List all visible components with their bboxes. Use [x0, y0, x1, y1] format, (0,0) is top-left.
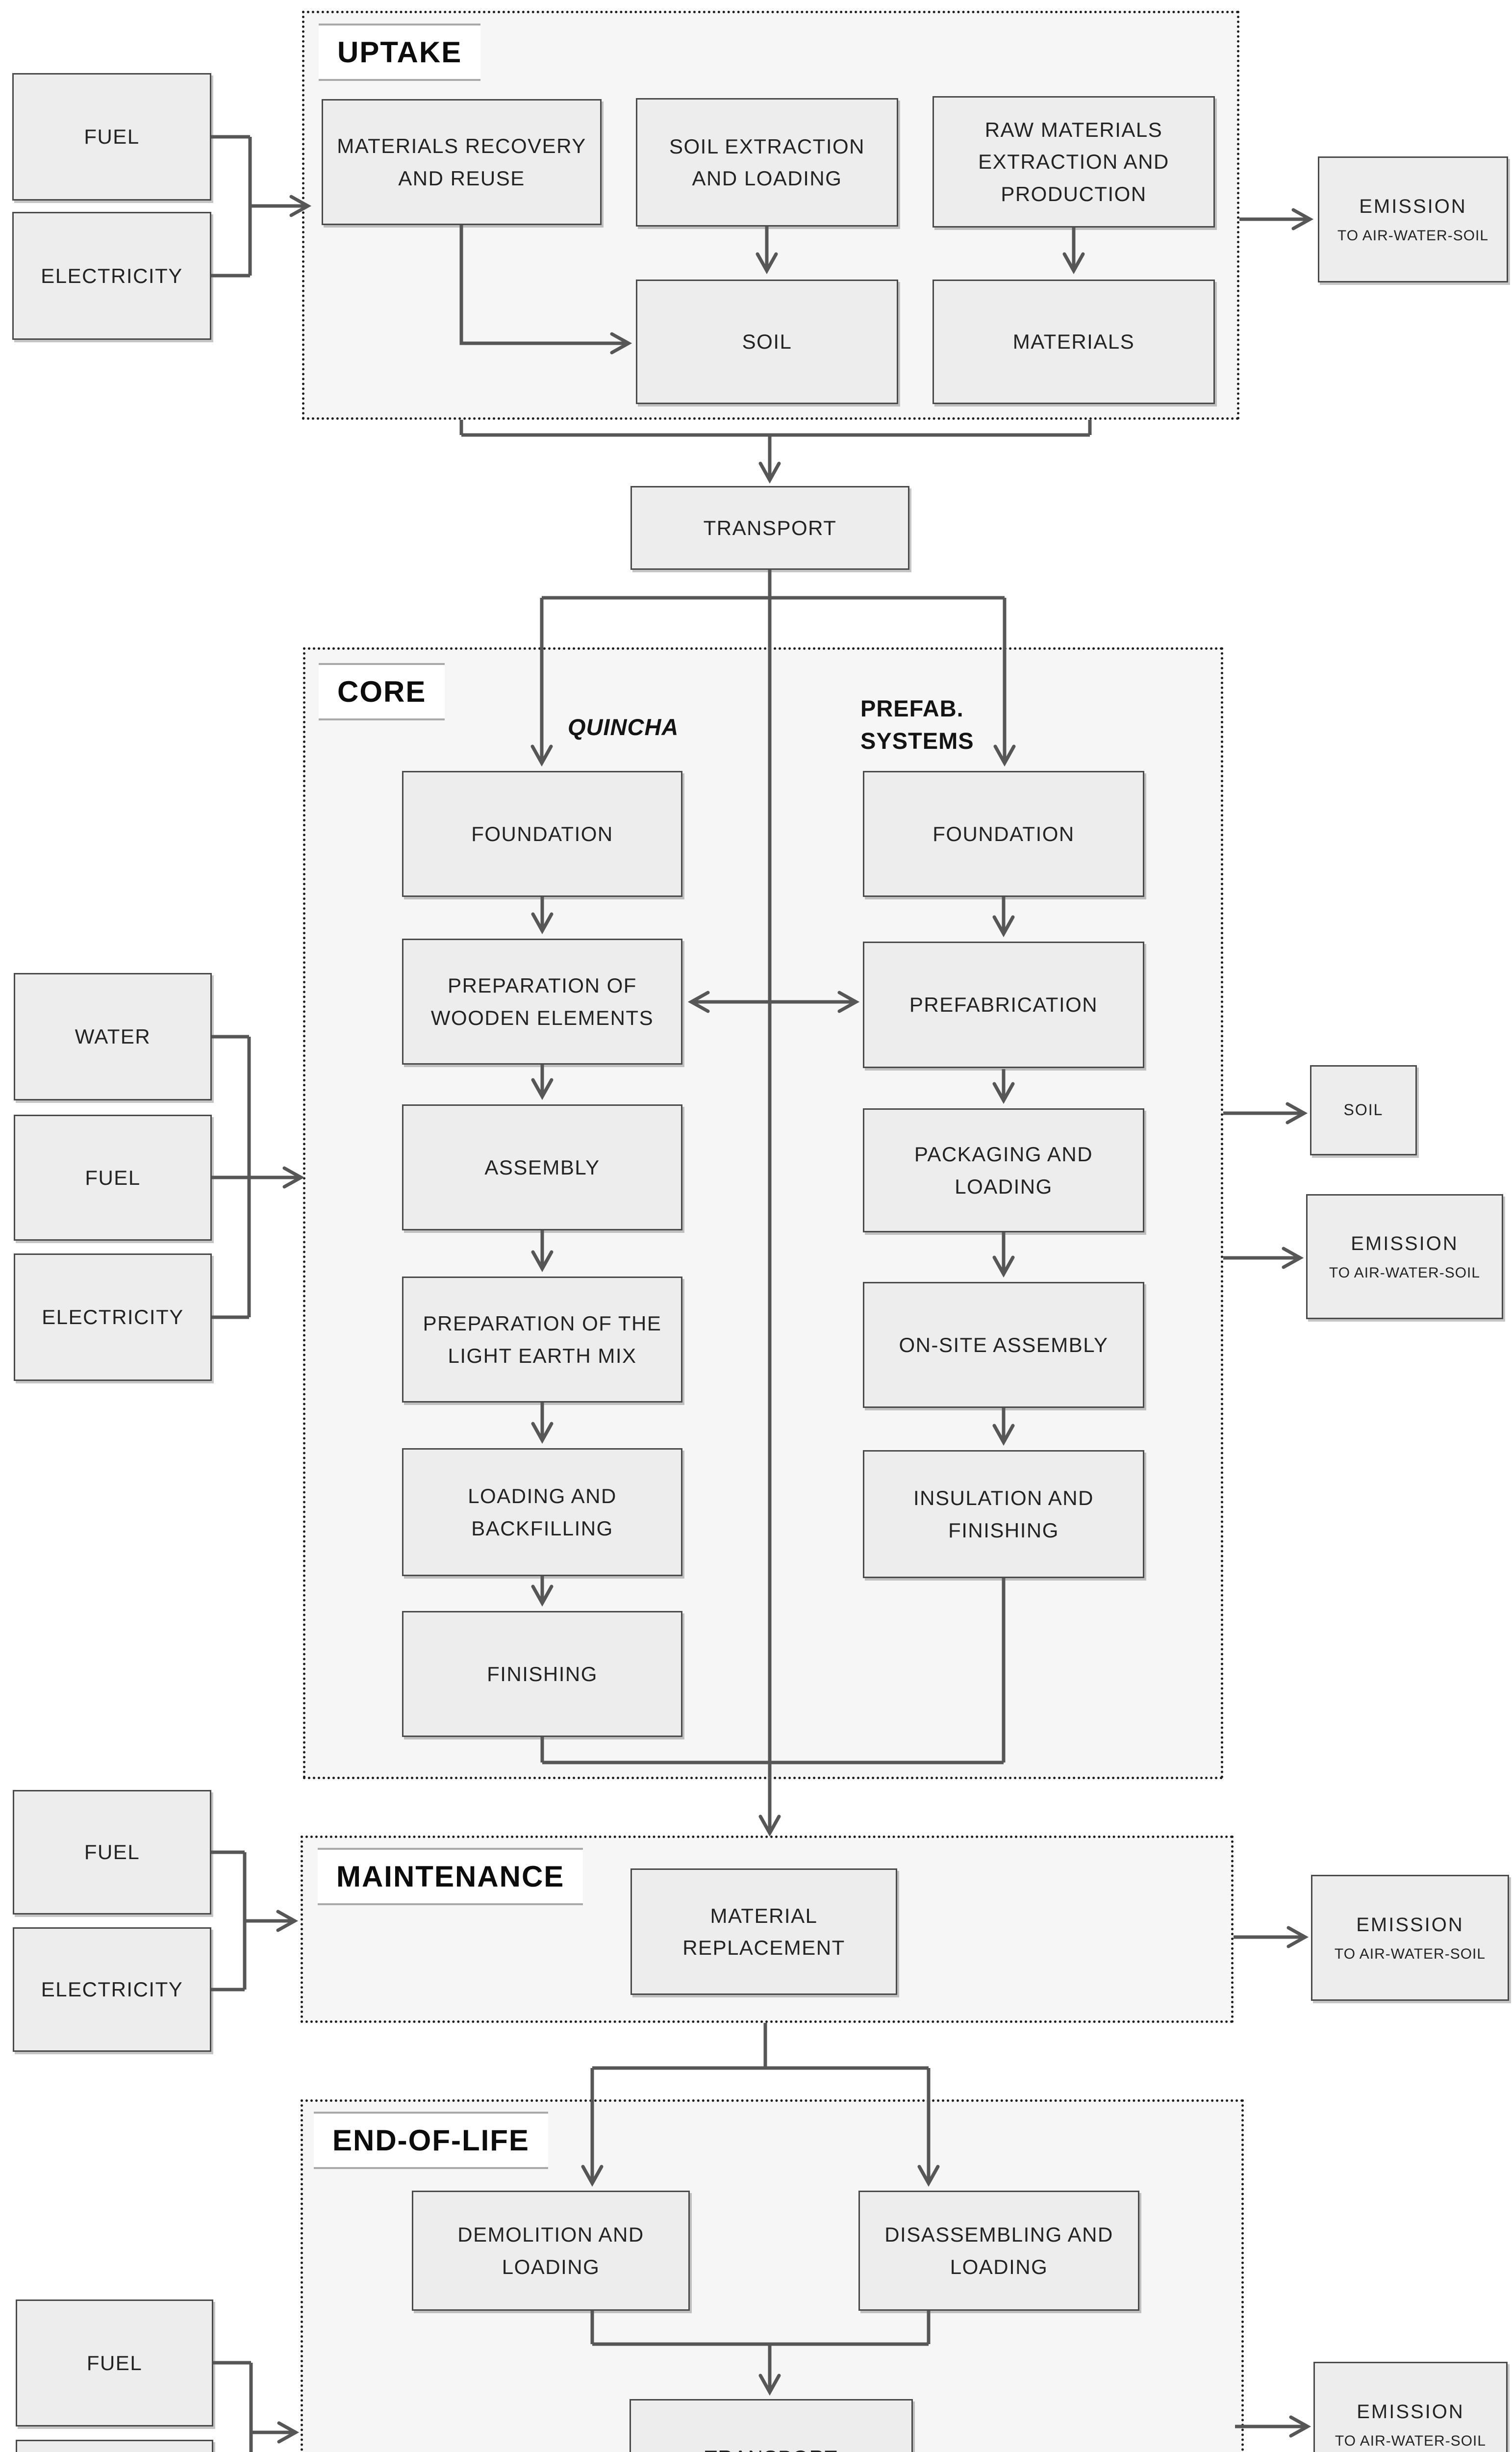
node-label: DISASSEMBLING AND LOADING — [884, 2223, 1113, 2278]
input-core-fuel: FUEL — [14, 1115, 212, 1241]
emission-subtitle: TO AIR-WATER-SOIL — [1337, 228, 1489, 244]
section-title-core: CORE — [319, 663, 445, 720]
node-label: DEMOLITION AND LOADING — [457, 2223, 644, 2278]
node-label: SOIL EXTRACTION AND LOADING — [669, 134, 865, 190]
node-material-replacement: MATERIAL REPLACEMENT — [630, 1868, 897, 1995]
column-label-prefab-systems: PREFAB. SYSTEMS — [860, 695, 974, 754]
node-assembly: ASSEMBLY — [402, 1104, 682, 1230]
node-materials-recovery-and-reuse: MATERIALS RECOVERY AND REUSE — [322, 99, 602, 225]
input-core-electricity: ELECTRICITY — [14, 1253, 212, 1381]
node-preparation-of-wooden-elements: PREPARATION OF WOODEN ELEMENTS — [402, 939, 682, 1065]
output-emission-uptake: EMISSION TO AIR-WATER-SOIL — [1318, 156, 1508, 282]
node-disassembling-and-loading: DISASSEMBLING AND LOADING — [858, 2191, 1139, 2311]
node-raw-materials-extraction-and-production: RAW MATERIALS EXTRACTION AND PRODUCTION — [932, 96, 1215, 228]
node-packaging-and-loading: PACKAGING AND LOADING — [863, 1108, 1144, 1232]
emission-title: EMISSION — [1357, 2401, 1464, 2423]
input-label: FUEL — [85, 1166, 141, 1189]
core-io-connectors — [212, 1035, 1308, 1319]
node-label: FINISHING — [487, 1662, 598, 1686]
output-emission-maintenance: EMISSION TO AIR-WATER-SOIL — [1311, 1875, 1509, 2001]
emission-subtitle: TO AIR-WATER-SOIL — [1329, 1265, 1481, 1281]
node-label: FOUNDATION — [932, 822, 1075, 845]
emission-title: EMISSION — [1359, 196, 1467, 218]
node-label: MATERIAL REPLACEMENT — [682, 1904, 845, 1959]
node-prefabrication: PREFABRICATION — [863, 942, 1144, 1068]
node-finishing: FINISHING — [402, 1611, 682, 1737]
node-demolition-and-loading: DEMOLITION AND LOADING — [412, 2191, 690, 2311]
maintenance-connectors — [211, 1850, 1309, 2187]
node-label: MATERIALS — [1012, 330, 1135, 354]
input-label: FUEL — [84, 125, 140, 149]
emission-title: EMISSION — [1351, 1233, 1459, 1255]
node-label: PREPARATION OF WOODEN ELEMENTS — [430, 974, 654, 1029]
node-insulation-and-finishing: INSULATION AND FINISHING — [863, 1450, 1144, 1578]
node-label: SOIL — [1343, 1101, 1384, 1119]
end-of-life-connectors — [213, 2311, 1311, 2452]
node-label: TRANSPORT — [705, 2442, 838, 2452]
node-label: PACKAGING AND LOADING — [914, 1143, 1093, 1198]
input-label: ELECTRICITY — [41, 1978, 183, 2001]
node-label: PREPARATION OF THE LIGHT EARTH MIX — [423, 1312, 662, 1367]
node-materials: MATERIALS — [932, 280, 1215, 404]
node-label: ON-SITE ASSEMBLY — [899, 1333, 1109, 1356]
section-title-uptake: UPTAKE — [319, 24, 481, 81]
core-chain-connectors — [531, 897, 1015, 1764]
node-label: FOUNDATION — [471, 822, 613, 845]
node-label: INSULATION AND FINISHING — [913, 1486, 1094, 1542]
input-label: FUEL — [84, 1840, 140, 1864]
emission-title: EMISSION — [1356, 1914, 1464, 1936]
input-maintenance-fuel: FUEL — [13, 1790, 211, 1915]
emission-subtitle: TO AIR-WATER-SOIL — [1335, 2433, 1487, 2450]
node-label: ASSEMBLY — [484, 1155, 600, 1179]
node-transport-uptake: TRANSPORT — [630, 486, 909, 570]
node-label: RAW MATERIALS EXTRACTION AND PRODUCTION — [978, 118, 1169, 205]
node-foundation-quincha: FOUNDATION — [402, 771, 682, 897]
node-label: TRANSPORT — [703, 516, 837, 539]
input-uptake-electricity: ELECTRICITY — [12, 212, 211, 340]
node-on-site-assembly: ON-SITE ASSEMBLY — [863, 1282, 1144, 1408]
output-soil-core: SOIL — [1310, 1065, 1417, 1155]
input-label: FUEL — [86, 2351, 143, 2375]
node-label: PREFABRICATION — [909, 993, 1098, 1017]
input-label: ELECTRICITY — [42, 1305, 184, 1329]
node-label: LOADING AND BACKFILLING — [468, 1484, 617, 1540]
transport-core-connectors — [530, 570, 1016, 1837]
emission-subtitle: TO AIR-WATER-SOIL — [1334, 1946, 1486, 1963]
section-title-maintenance: MAINTENANCE — [318, 1848, 583, 1905]
node-label: MATERIALS RECOVERY AND REUSE — [337, 134, 586, 190]
output-emission-eol: EMISSION TO AIR-WATER-SOIL — [1313, 2362, 1508, 2452]
node-soil-uptake: SOIL — [636, 280, 898, 404]
input-maintenance-electricity: ELECTRICITY — [13, 1927, 211, 2052]
input-core-water: WATER — [14, 973, 212, 1100]
input-uptake-fuel: FUEL — [12, 73, 211, 201]
node-foundation-prefab: FOUNDATION — [863, 771, 1144, 897]
section-title-end-of-life: END-OF-LIFE — [314, 2112, 548, 2169]
uptake-connectors — [211, 135, 1314, 484]
input-eol-fuel: FUEL — [16, 2299, 213, 2426]
node-preparation-of-the-light-earth-mix: PREPARATION OF THE LIGHT EARTH MIX — [402, 1277, 682, 1403]
output-emission-core: EMISSION TO AIR-WATER-SOIL — [1306, 1194, 1503, 1319]
node-label: SOIL — [742, 330, 792, 354]
column-label-quincha: QUINCHA — [568, 714, 679, 740]
input-label: WATER — [75, 1025, 151, 1048]
node-soil-extraction-and-loading: SOIL EXTRACTION AND LOADING — [636, 98, 898, 227]
node-transport-eol: TRANSPORT — [630, 2399, 913, 2452]
input-label: ELECTRICITY — [41, 264, 183, 287]
node-loading-and-backfilling: LOADING AND BACKFILLING — [402, 1448, 682, 1576]
input-eol-electricity: ELECTRICITY — [16, 2440, 213, 2452]
